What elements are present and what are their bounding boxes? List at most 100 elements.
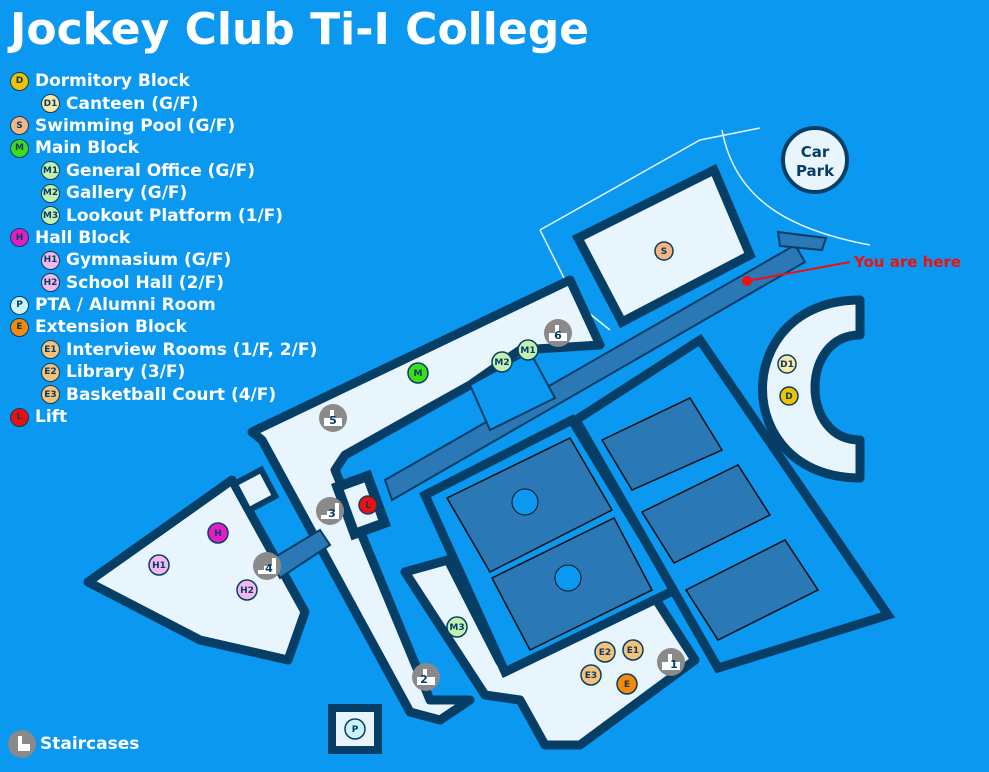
page-title: Jockey Club Ti-I College (10, 4, 590, 55)
staircase-5[interactable]: 5 (319, 404, 347, 432)
staircases-legend: Staircases (8, 730, 139, 758)
marker-l[interactable]: L (358, 495, 378, 515)
marker-h1[interactable]: H1 (148, 554, 170, 576)
legend-item-m3: M3 Lookout Platform (1/F) (10, 204, 317, 226)
marker-m2[interactable]: M2 (491, 351, 513, 373)
legend-label: Dormitory Block (35, 71, 190, 92)
svg-text:H1: H1 (152, 561, 166, 571)
svg-text:H2: H2 (240, 586, 254, 596)
legend-label: Library (3/F) (66, 362, 186, 383)
svg-text:E1: E1 (627, 646, 639, 656)
legend-item-e1: E1 Interview Rooms (1/F, 2/F) (10, 339, 317, 361)
staircase-4[interactable]: 4 (253, 552, 281, 580)
legend-label: Hall Block (35, 227, 131, 248)
svg-text:E3: E3 (585, 671, 597, 681)
legend-marker-icon: E2 (41, 362, 60, 382)
car-park-label-2: Park (796, 162, 835, 180)
court-circle (554, 564, 582, 592)
hall-block-building (83, 475, 310, 665)
legend-label: PTA / Alumni Room (35, 295, 216, 316)
car-park (781, 126, 849, 194)
svg-text:M2: M2 (494, 358, 509, 368)
legend-label: Lift (35, 407, 68, 428)
legend-item-e2: E2 Library (3/F) (10, 361, 317, 383)
svg-text:D1: D1 (780, 360, 794, 370)
svg-text:3: 3 (328, 507, 336, 520)
legend-label: Interview Rooms (1/F, 2/F) (66, 339, 318, 360)
legend-marker-icon: D1 (41, 94, 60, 114)
tennis-court-1 (600, 397, 724, 491)
legend-marker-icon: H2 (41, 273, 60, 293)
svg-text:D: D (785, 392, 792, 402)
legend-marker-icon: M (10, 138, 29, 158)
legend-label: Gallery (G/F) (66, 183, 188, 204)
svg-text:2: 2 (420, 673, 428, 686)
legend-item-s: S Swimming Pool (G/F) (10, 115, 317, 137)
covered-walkway (383, 243, 807, 502)
you-are-here-dot (742, 276, 752, 286)
marker-m3[interactable]: M3 (446, 616, 468, 638)
svg-text:M1: M1 (520, 346, 535, 356)
legend-marker-icon: E1 (41, 340, 60, 360)
legend-item-h2: H2 School Hall (2/F) (10, 272, 317, 294)
marker-m1[interactable]: M1 (517, 339, 539, 361)
marker-m[interactable]: M (407, 362, 429, 384)
legend-marker-icon: D (10, 71, 29, 91)
legend-label: Lookout Platform (1/F) (66, 205, 284, 226)
svg-text:1: 1 (670, 658, 678, 671)
legend-label: Swimming Pool (G/F) (35, 115, 236, 136)
marker-d[interactable]: D (779, 386, 799, 406)
marker-e1[interactable]: E1 (622, 639, 644, 661)
legend-marker-icon: E3 (41, 385, 60, 405)
legend-marker-icon: P (10, 295, 29, 315)
legend-label: Canteen (G/F) (66, 93, 199, 114)
marker-h2[interactable]: H2 (236, 579, 258, 601)
staircase-2[interactable]: 2 (412, 663, 440, 691)
legend-item-m: M Main Block (10, 137, 317, 159)
you-are-here-label: You are here (853, 253, 961, 271)
court-circle (511, 488, 539, 516)
car-park-label-1: Car (801, 143, 830, 161)
staircase-1[interactable]: 1 (657, 648, 685, 676)
legend-label: Extension Block (35, 317, 187, 338)
legend-item-m2: M2 Gallery (G/F) (10, 182, 317, 204)
svg-text:E2: E2 (599, 648, 611, 658)
svg-text:S: S (661, 247, 667, 257)
marker-s[interactable]: S (654, 241, 674, 261)
marker-d1[interactable]: D1 (777, 354, 797, 374)
campus-boundary (539, 127, 871, 331)
svg-text:E: E (624, 680, 630, 690)
marker-h[interactable]: H (207, 522, 229, 544)
marker-p[interactable]: P (344, 718, 366, 740)
marker-e[interactable]: E (616, 673, 638, 695)
staircase-6[interactable]: 6 (544, 319, 572, 347)
legend-label: Main Block (35, 138, 140, 159)
legend-item-d: D Dormitory Block (10, 70, 317, 92)
walkway-gate (776, 230, 828, 252)
legend-marker-icon: S (10, 116, 29, 136)
hall-link (230, 465, 280, 515)
legend-label: School Hall (2/F) (66, 272, 224, 293)
svg-text:M3: M3 (449, 623, 464, 633)
svg-text:6: 6 (554, 329, 562, 342)
legend-item-h: H Hall Block (10, 227, 317, 249)
legend-marker-icon: M3 (41, 206, 60, 226)
staircase-3[interactable]: 3 (316, 497, 344, 525)
legend-item-d1: D1 Canteen (G/F) (10, 92, 317, 114)
svg-text:4: 4 (265, 562, 273, 575)
tennis-court-3 (684, 539, 820, 641)
marker-e2[interactable]: E2 (594, 641, 616, 663)
legend-marker-icon: H (10, 228, 29, 248)
marker-e3[interactable]: E3 (580, 664, 602, 686)
tennis-court-2 (640, 464, 772, 564)
legend-marker-icon: H1 (41, 250, 60, 270)
dormitory-block-building (758, 295, 865, 483)
svg-text:M: M (414, 369, 423, 379)
legend-marker-icon: M2 (41, 183, 60, 203)
svg-text:H: H (214, 529, 222, 539)
